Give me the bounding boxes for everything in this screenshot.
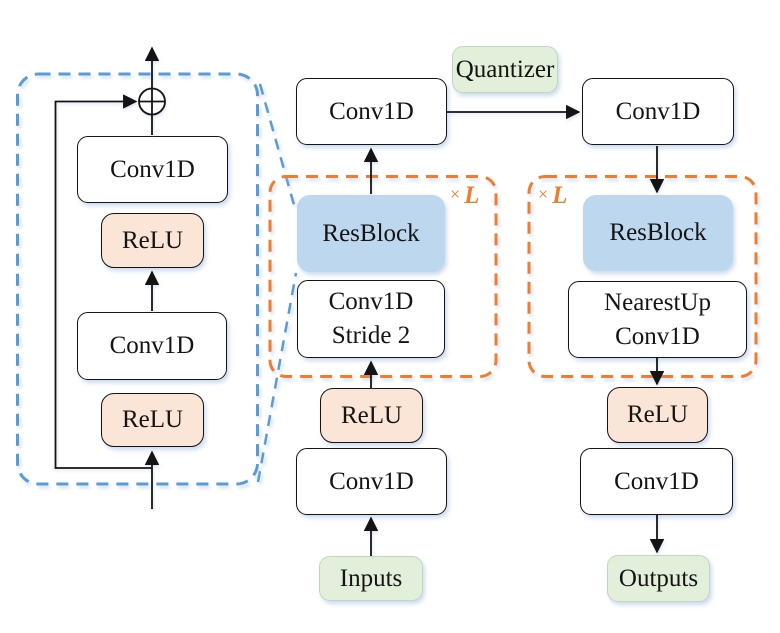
callout-line-bottom xyxy=(256,272,298,483)
detail-conv1d-bottom-box: Conv1D xyxy=(77,312,227,380)
decoder-repeat-label: ×L xyxy=(538,182,567,210)
decoder-upsample-line1: NearestUp xyxy=(604,288,711,316)
callout-line-top xyxy=(258,83,298,213)
decoder-repeat-times-symbol: × xyxy=(538,184,549,204)
encoder-conv1d-in-box: Conv1D xyxy=(296,448,447,515)
detail-relu-top-box: ReLU xyxy=(101,213,204,268)
encoder-resblock-box: ResBlock xyxy=(297,195,445,272)
quantizer-box: Quantizer xyxy=(452,46,558,93)
sum-node-icon xyxy=(138,87,166,116)
detail-relu-bottom-box: ReLU xyxy=(101,393,204,447)
encoder-strided-conv-line2: Stride 2 xyxy=(331,322,411,349)
decoder-conv1d-out-box: Conv1D xyxy=(580,448,733,515)
decoder-resblock-box: ResBlock xyxy=(583,195,733,271)
decoder-upsample-line2: Conv1D xyxy=(615,322,700,350)
encoder-relu-box: ReLU xyxy=(320,388,423,443)
decoder-upsample-conv-box: NearestUp Conv1D xyxy=(568,281,747,358)
outputs-box: Outputs xyxy=(607,555,710,602)
encoder-repeat-label: ×L xyxy=(450,182,479,210)
encoder-conv1d-out-box: Conv1D xyxy=(296,78,447,145)
decoder-repeat-count: L xyxy=(552,182,568,209)
encoder-repeat-times-symbol: × xyxy=(450,184,461,204)
encoder-strided-conv-line1: Conv1D xyxy=(328,288,414,315)
decoder-conv1d-in-box: Conv1D xyxy=(582,78,734,145)
encoder-repeat-count: L xyxy=(464,182,480,209)
decoder-relu-box: ReLU xyxy=(607,387,708,443)
detail-conv1d-top-box: Conv1D xyxy=(77,136,228,203)
encoder-strided-conv-box: Conv1D Stride 2 xyxy=(297,280,445,358)
inputs-box: Inputs xyxy=(319,556,423,601)
